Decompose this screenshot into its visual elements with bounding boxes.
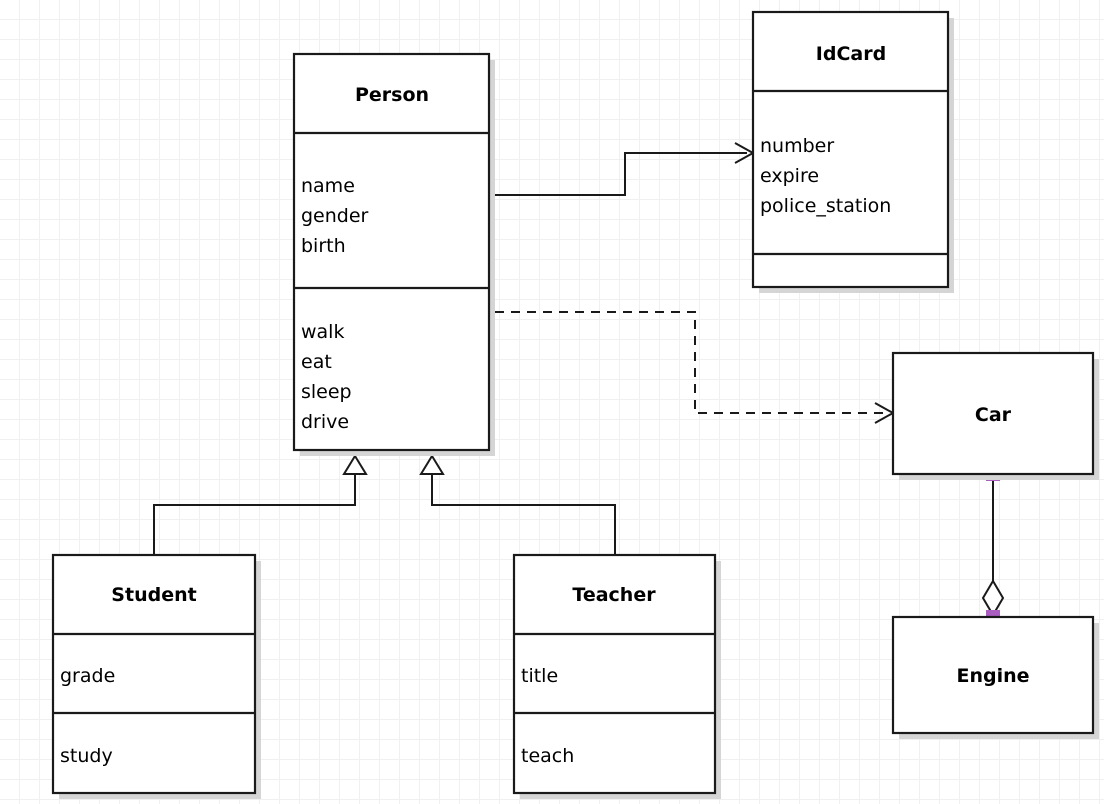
attribute-label: grade: [60, 665, 115, 687]
class-node-teacher[interactable]: Teacher title teach: [512, 553, 721, 799]
hollow-diamond-icon: [981, 579, 1005, 617]
node-body: [512, 553, 717, 795]
class-name-label: Car: [975, 404, 1012, 426]
edge-person-idcard-line: [495, 152, 747, 196]
method-label: study: [60, 745, 113, 767]
class-name-label: Student: [111, 584, 196, 606]
edge-student-person[interactable]: [153, 454, 368, 555]
edge-student-person-line: [153, 470, 356, 555]
method-label: sleep: [301, 381, 352, 403]
method-label: walk: [301, 321, 344, 343]
class-node-car[interactable]: Car: [891, 351, 1099, 480]
class-name-label: Teacher: [572, 584, 656, 606]
node-body: [891, 615, 1095, 735]
edge-teacher-person-line: [431, 470, 616, 555]
attribute-label: expire: [760, 165, 819, 187]
method-label: drive: [301, 411, 349, 433]
attribute-label: title: [521, 665, 558, 687]
attribute-label: gender: [301, 205, 369, 227]
method-label: teach: [521, 745, 574, 767]
class-name-label: IdCard: [816, 43, 886, 65]
edge-person-car[interactable]: [495, 311, 896, 424]
edge-person-car-line: [495, 311, 887, 414]
class-name-label: Person: [355, 84, 429, 106]
edge-car-engine[interactable]: [981, 467, 1005, 624]
node-body: [751, 10, 950, 289]
edge-teacher-person[interactable]: [419, 454, 616, 555]
node-body: [292, 52, 491, 452]
hollow-triangle-icon: [342, 454, 368, 475]
class-name-label: Engine: [956, 665, 1029, 687]
class-node-engine[interactable]: Engine: [891, 615, 1099, 739]
hollow-triangle-icon: [419, 454, 445, 475]
attribute-label: name: [301, 175, 355, 197]
attribute-label: number: [760, 135, 834, 157]
class-node-person[interactable]: Person name gender birth walk eat sleep …: [292, 52, 495, 456]
edge-person-idcard[interactable]: [495, 142, 756, 196]
class-node-student[interactable]: Student grade study: [51, 553, 261, 799]
attribute-label: police_station: [760, 195, 891, 217]
attribute-label: birth: [301, 235, 346, 257]
method-label: eat: [301, 351, 332, 373]
node-body: [51, 553, 257, 795]
node-body: [891, 351, 1095, 476]
class-node-idcard[interactable]: IdCard number expire police_station: [751, 10, 954, 293]
